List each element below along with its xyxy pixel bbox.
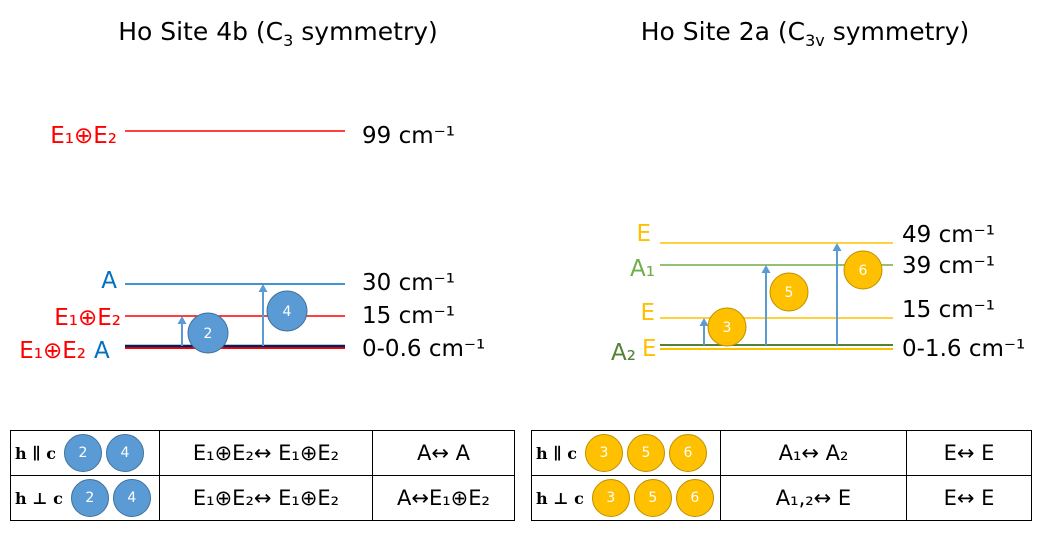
transition-badge-4 bbox=[266, 290, 308, 332]
rule-cell: E↔ E bbox=[906, 430, 1032, 476]
arrowhead-4 bbox=[258, 284, 268, 292]
transition-number-4: 4 bbox=[283, 304, 292, 320]
transition-badge: 3 bbox=[584, 434, 623, 472]
level-energy-ground: 0-0.6 cm⁻¹ bbox=[362, 336, 485, 362]
level-label-39: A₁ bbox=[630, 256, 655, 282]
polarization-label: h ⊥ c bbox=[536, 488, 584, 508]
level-energy-99: 99 cm⁻¹ bbox=[362, 123, 455, 149]
level-label-49: E bbox=[636, 221, 651, 247]
transition-badge: 5 bbox=[633, 479, 672, 517]
rule-cell: A₁↔ A₂ bbox=[720, 430, 907, 476]
rule-cell: E↔ E bbox=[906, 475, 1032, 521]
site4b-levels: E₁⊕E₂ 99 cm⁻¹ A 30 cm⁻¹ E₁⊕E₂ 15 cm⁻¹ E₁… bbox=[19, 123, 485, 364]
level-label-ground-right: A bbox=[94, 338, 110, 364]
level-label-ground-left: E₁⊕E₂ bbox=[19, 338, 86, 364]
site4b-title: Ho Site 4b (C3 symmetry) bbox=[118, 17, 438, 50]
level-label-ground2-right: E bbox=[642, 336, 657, 362]
transition-badge-2 bbox=[187, 312, 229, 354]
level-energy-ground2: 0-1.6 cm⁻¹ bbox=[902, 336, 1025, 362]
level-label-ground2-left: A₂ bbox=[611, 340, 636, 366]
transition-badge: 2 bbox=[63, 434, 102, 472]
transition-number-2: 2 bbox=[204, 326, 213, 342]
rule-cell: A↔ A bbox=[372, 430, 515, 476]
arrowhead-2 bbox=[177, 316, 187, 324]
transition-badge: 6 bbox=[675, 479, 714, 517]
site2a-title: Ho Site 2a (C3v symmetry) bbox=[641, 17, 970, 50]
level-label-30: A bbox=[101, 268, 117, 294]
arrowhead-5 bbox=[761, 265, 771, 273]
rule-cell: E₁⊕E₂↔ E₁⊕E₂ bbox=[159, 430, 373, 476]
transition-number-6: 6 bbox=[859, 263, 868, 279]
transition-badge-6 bbox=[843, 250, 883, 290]
rule-cell: E₁⊕E₂↔ E₁⊕E₂ bbox=[159, 475, 373, 521]
level-energy-15: 15 cm⁻¹ bbox=[362, 303, 455, 329]
level-energy-30: 30 cm⁻¹ bbox=[362, 270, 455, 296]
transition-number-3: 3 bbox=[723, 320, 732, 336]
transition-badge: 3 bbox=[591, 479, 630, 517]
transition-badge: 6 bbox=[668, 434, 707, 472]
site2a-levels: E 49 cm⁻¹ A₁ 39 cm⁻¹ E 15 cm⁻¹ A₂ E 0-1.… bbox=[611, 221, 1025, 366]
rule-cell: A₁,₂↔ E bbox=[720, 475, 907, 521]
level-energy-39: 39 cm⁻¹ bbox=[902, 253, 995, 279]
arrowhead-3 bbox=[699, 318, 709, 326]
transition-number-5: 5 bbox=[785, 285, 794, 301]
site4b-transitions: 2 4 bbox=[177, 284, 308, 354]
transition-badge: 5 bbox=[626, 434, 665, 472]
rule-cell: A↔E₁⊕E₂ bbox=[372, 475, 515, 521]
transition-badge: 2 bbox=[70, 479, 109, 517]
polarization-label: h ⊥ c bbox=[15, 488, 63, 508]
transition-badge: 4 bbox=[112, 479, 151, 517]
site2a-transitions: 3 5 6 bbox=[699, 243, 883, 347]
transition-badge: 4 bbox=[105, 434, 144, 472]
level-label-15: E₁⊕E₂ bbox=[54, 305, 121, 331]
polarization-label: h ∥ c bbox=[15, 443, 56, 463]
level-label-15b: E bbox=[640, 300, 655, 326]
polarization-label: h ∥ c bbox=[536, 443, 577, 463]
arrowhead-6 bbox=[832, 243, 842, 251]
level-label-99: E₁⊕E₂ bbox=[50, 123, 117, 149]
level-energy-49: 49 cm⁻¹ bbox=[902, 222, 995, 248]
transition-badge-3 bbox=[707, 307, 747, 347]
level-energy-15b: 15 cm⁻¹ bbox=[902, 297, 995, 323]
transition-badge-5 bbox=[769, 272, 809, 312]
